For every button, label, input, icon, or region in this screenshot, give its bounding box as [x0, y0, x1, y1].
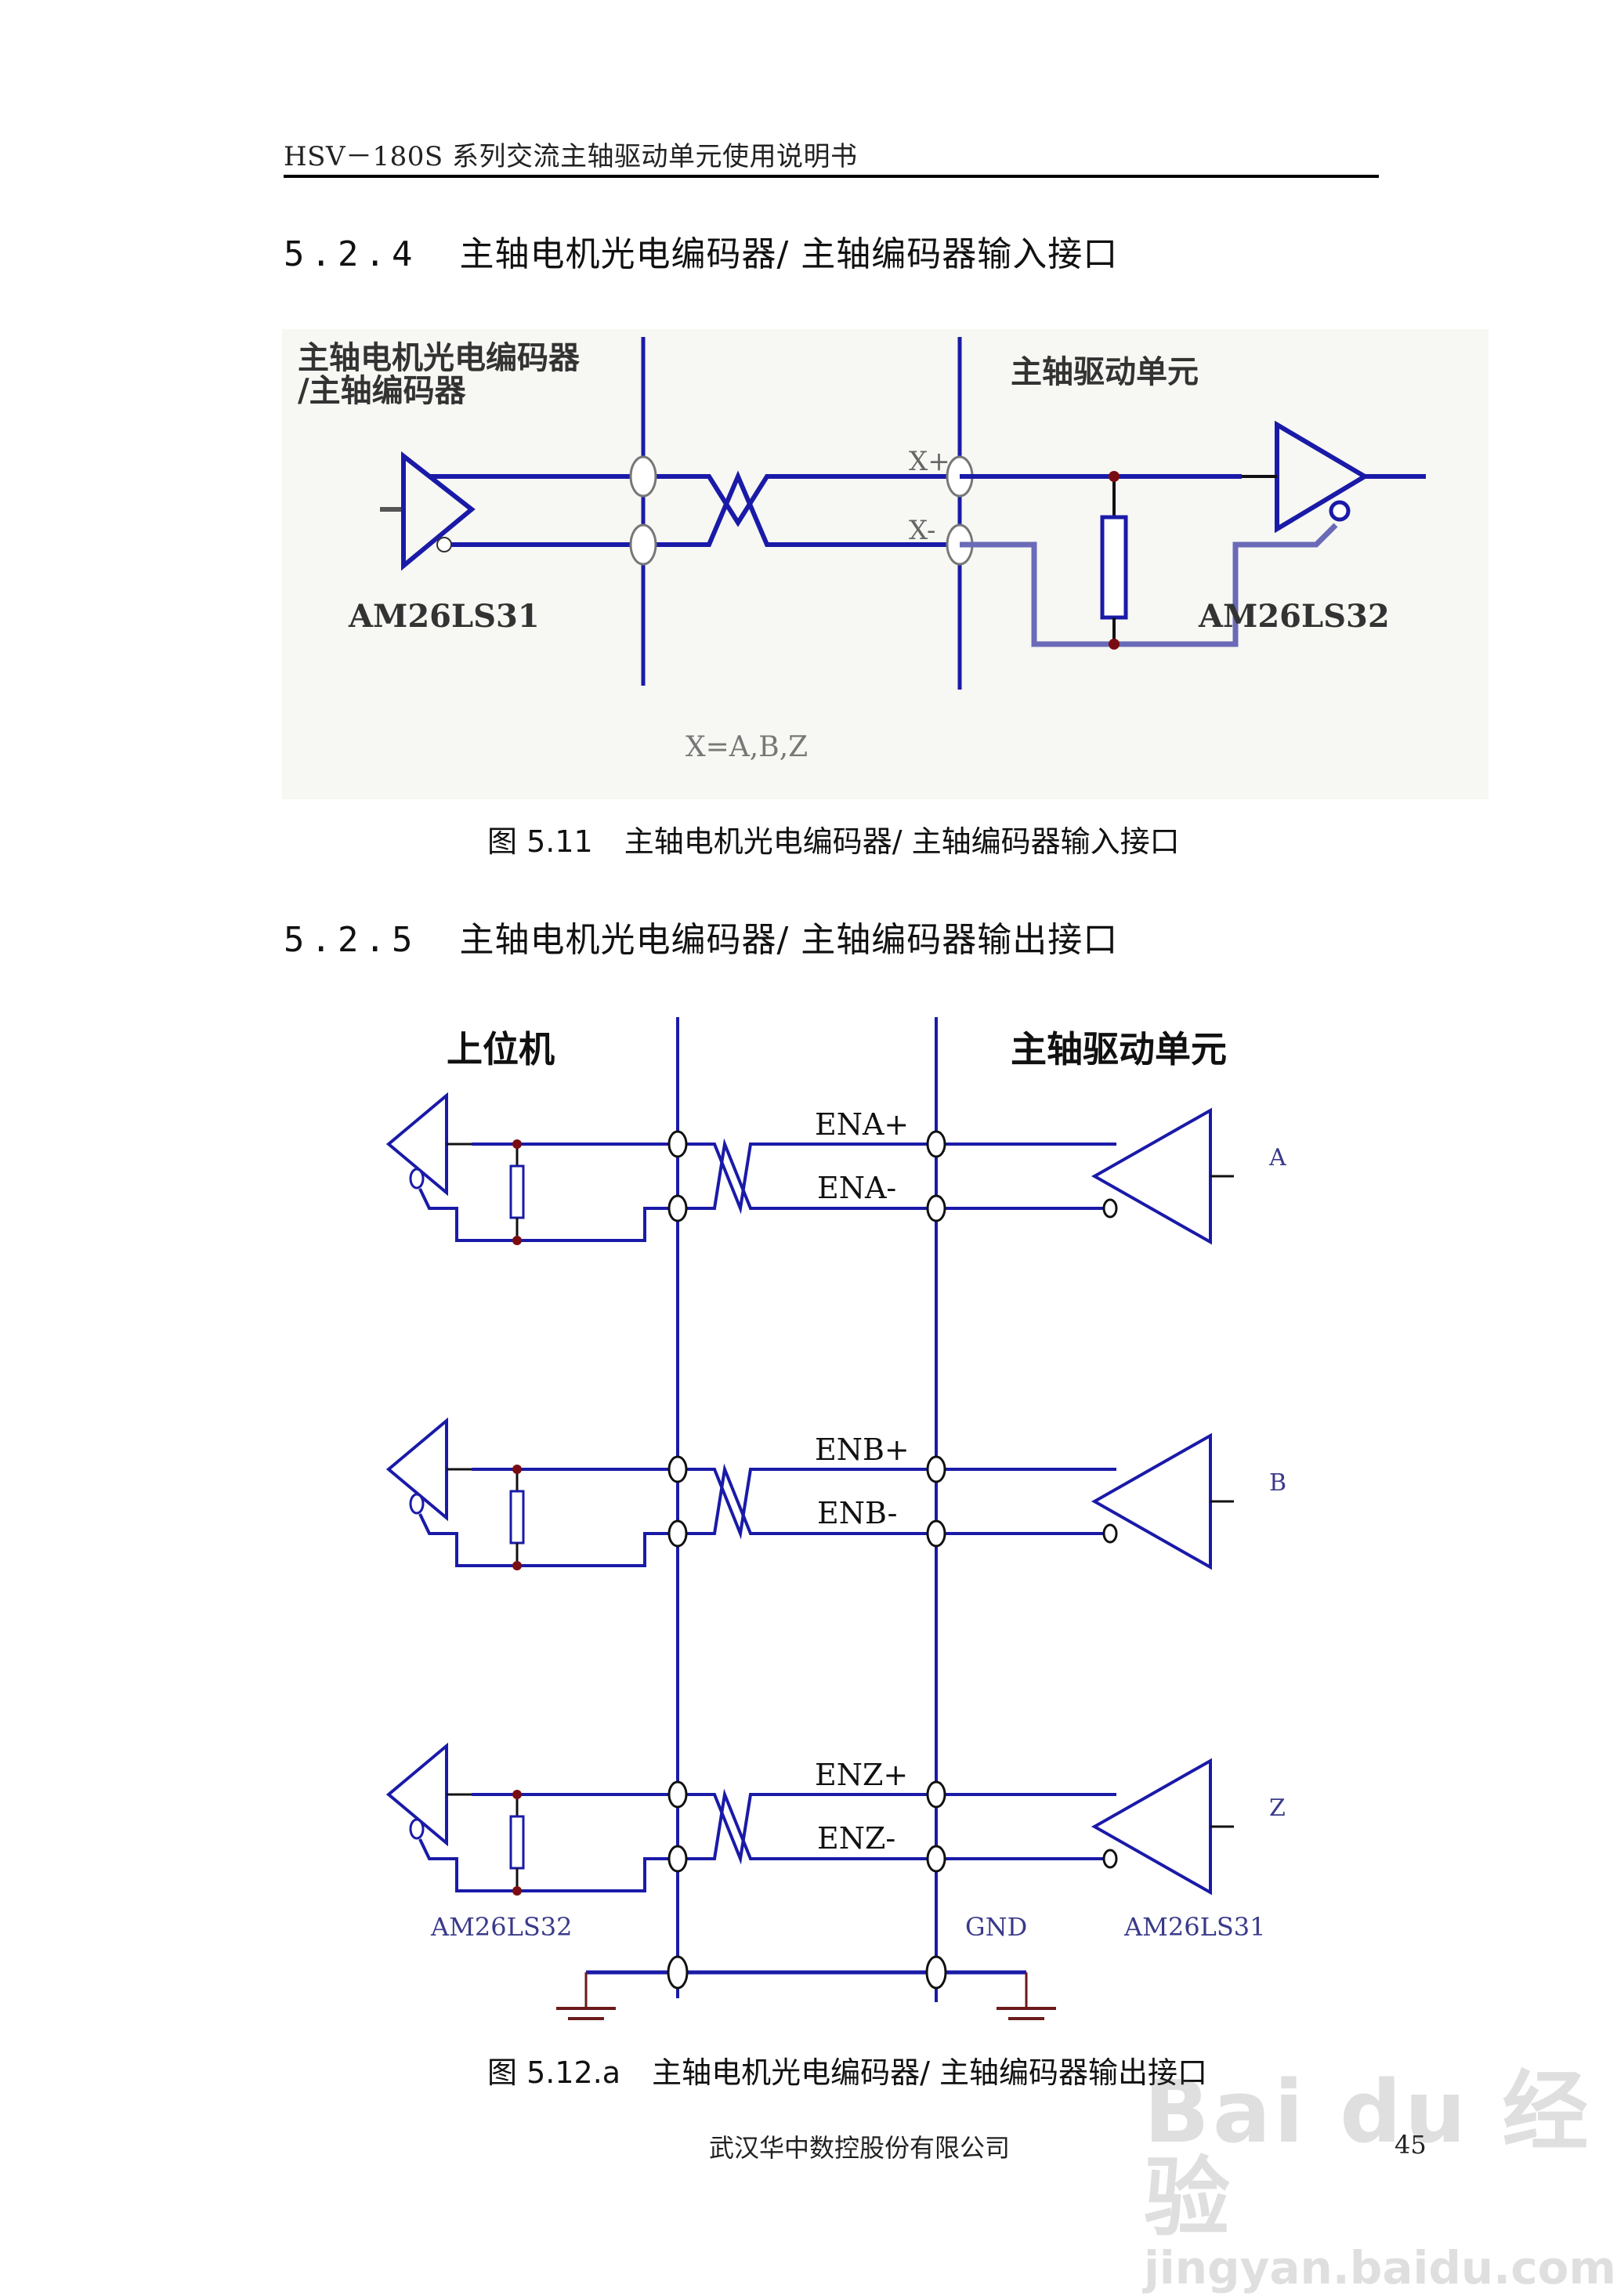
terminal	[926, 1780, 946, 1809]
termination-resistor	[509, 1490, 525, 1545]
drive-unit-label: 主轴驱动单元	[1011, 353, 1199, 390]
inverting-output-bubble	[1102, 1198, 1118, 1219]
junction-dot	[512, 1790, 522, 1799]
wire-plus	[472, 1143, 1116, 1215]
inverting-output-bubble	[436, 537, 452, 552]
junction-dot	[512, 1236, 522, 1245]
caption-text: 主轴电机光电编码器/ 主轴编码器输出接口	[652, 2055, 1207, 2090]
signal-label-x-minus: X-	[909, 515, 935, 546]
junction-dot	[512, 1139, 522, 1149]
terminal	[926, 1845, 946, 1873]
caption-number: 图 5.11	[487, 824, 593, 859]
figure-caption-5-11: 图 5.11 主轴电机光电编码器/ 主轴编码器输入接口	[487, 817, 1180, 860]
terminal-gnd-right	[925, 1955, 947, 1990]
channel-z: ENZ+ ENZ- Z	[385, 1742, 1286, 1896]
wire-plus	[472, 1468, 1116, 1540]
section-number: 5.2.4	[284, 234, 419, 274]
driver-chip-label: AM26LS31	[348, 598, 540, 635]
signal-label-plus: ENA+	[815, 1107, 909, 1142]
terminal	[926, 1519, 946, 1548]
drive-unit-label: 主轴驱动单元	[1011, 1028, 1227, 1070]
figure-5-12a-output-interface-diagram: 上位机 主轴驱动单元 ENA+ ENA- A ENB+ ENB- B ENZ+ ENZ- Z A…	[385, 1017, 1286, 2020]
figure-caption-5-12a: 图 5.12.a 主轴电机光电编码器/ 主轴编码器输出接口	[487, 2048, 1207, 2091]
signal-label-plus: ENZ+	[815, 1758, 908, 1792]
channel-label: B	[1269, 1469, 1286, 1497]
junction-dot	[1109, 471, 1120, 482]
terminal	[926, 1455, 946, 1483]
terminal	[667, 1130, 688, 1158]
junction-dot	[1109, 639, 1120, 650]
termination-resistor	[1100, 515, 1128, 620]
terminal	[667, 1194, 688, 1222]
ground-connection	[556, 1955, 1056, 2020]
section-number: 5.2.5	[284, 920, 419, 960]
section-title: 主轴电机光电编码器/ 主轴编码器输出接口	[459, 920, 1119, 960]
watermark-brand: Bai du 经验	[1144, 2062, 1592, 2248]
line-driver	[1091, 1758, 1234, 1896]
termination-resistor	[509, 1164, 525, 1219]
terminal-left-minus	[629, 523, 657, 566]
encoder-label-line2: /主轴编码器	[298, 372, 467, 409]
host-label: 上位机	[447, 1028, 555, 1070]
junction-dot	[512, 1465, 522, 1474]
signal-label-x-plus: X+	[909, 446, 950, 477]
inverting-input-bubble	[1329, 500, 1351, 522]
gnd-label: GND	[965, 1912, 1027, 1942]
receiver-chip-label: AM26LS32	[430, 1912, 572, 1942]
page-number: 45	[1395, 2130, 1427, 2160]
inverting-output-bubble	[1102, 1849, 1118, 1869]
signal-label-minus: ENA-	[817, 1171, 896, 1205]
terminal	[926, 1130, 946, 1158]
terminal	[667, 1519, 688, 1548]
channel-label: A	[1268, 1144, 1286, 1172]
figure-5-11-input-interface-diagram: 主轴电机光电编码器 /主轴编码器 主轴驱动单元 AM26LS31 X+ X- A…	[282, 329, 1489, 799]
document-header-title: HSV－180S 系列交流主轴驱动单元使用说明书	[284, 141, 858, 172]
wire-plus	[472, 1793, 1116, 1865]
terminal	[667, 1780, 688, 1809]
section-heading-524: 5.2.4 主轴电机光电编码器/ 主轴编码器输入接口	[284, 226, 1118, 276]
inverting-output-bubble	[1102, 1523, 1118, 1544]
header-rule	[284, 175, 1379, 178]
line-driver-am26ls31	[380, 451, 476, 571]
caption-number: 图 5.12.a	[487, 2055, 621, 2090]
encoder-label-line1: 主轴电机光电编码器	[298, 339, 581, 376]
channel-label: Z	[1269, 1794, 1286, 1822]
line-driver	[1091, 1107, 1234, 1245]
terminal-gnd-left	[667, 1955, 689, 1990]
baidu-watermark: Bai du 经验 jingyan.baidu.com	[1144, 2069, 1617, 2296]
figure-background	[282, 329, 1489, 799]
section-title: 主轴电机光电编码器/ 主轴编码器输入接口	[459, 234, 1119, 274]
line-receiver-am26ls32	[1242, 420, 1426, 534]
footer-company: 武汉华中数控股份有限公司	[709, 2133, 1011, 2163]
inverting-input-bubble	[409, 1818, 425, 1840]
driver-chip-label: AM26LS31	[1123, 1912, 1265, 1942]
terminal	[926, 1194, 946, 1222]
junction-dot	[512, 1561, 522, 1570]
channel-a: ENA+ ENA- A	[385, 1092, 1286, 1245]
line-receiver	[385, 1092, 472, 1197]
termination-resistor	[509, 1815, 525, 1870]
line-receiver	[385, 1742, 472, 1847]
section-heading-525: 5.2.5 主轴电机光电编码器/ 主轴编码器输出接口	[284, 911, 1118, 961]
wire-minus-to-receiver	[960, 523, 1338, 647]
ground-symbol-left	[556, 2007, 616, 2020]
terminal	[667, 1455, 688, 1483]
receiver-chip-label: AM26LS32	[1198, 598, 1390, 635]
ground-symbol-right	[997, 2007, 1056, 2020]
signal-label-minus: ENB-	[817, 1496, 897, 1530]
signal-label-minus: ENZ-	[817, 1821, 895, 1856]
watermark-url: jingyan.baidu.com	[1144, 2241, 1616, 2294]
channel-b: ENB+ ENB- B	[385, 1417, 1286, 1570]
terminal-left-plus	[629, 455, 657, 498]
line-driver	[1091, 1432, 1234, 1570]
signal-label-plus: ENB+	[815, 1432, 910, 1467]
line-receiver	[385, 1417, 472, 1522]
terminal	[667, 1845, 688, 1873]
caption-text: 主轴电机光电编码器/ 主轴编码器输入接口	[624, 824, 1180, 859]
inverting-input-bubble	[409, 1168, 425, 1190]
junction-dot	[512, 1886, 522, 1896]
inverting-input-bubble	[409, 1493, 425, 1515]
signal-note: X=A,B,Z	[686, 731, 808, 763]
